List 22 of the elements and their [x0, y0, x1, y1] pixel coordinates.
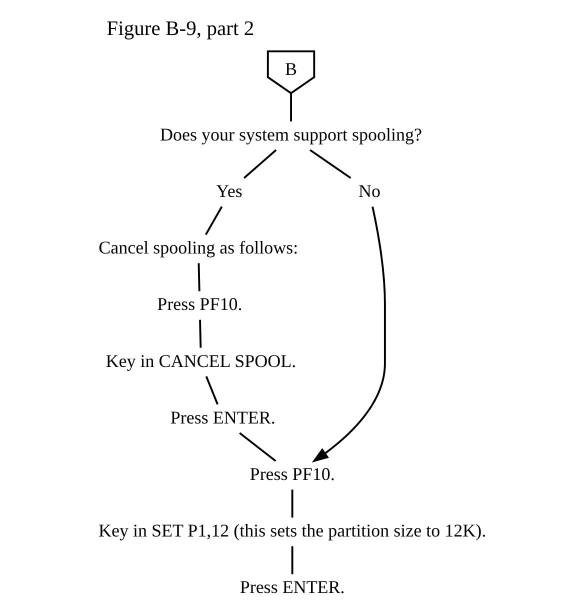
connector	[309, 149, 352, 179]
node-text: Yes	[216, 180, 242, 201]
node-text: Key in SET P1,12 (this sets the partition size to 12K).	[98, 520, 486, 541]
connector	[204, 206, 223, 236]
diagram-title: Figure B-9, part 2	[106, 18, 254, 40]
arrow	[312, 206, 386, 463]
connector	[291, 546, 294, 574]
connector	[239, 432, 276, 462]
connector	[291, 490, 294, 518]
node-text: No	[358, 180, 381, 201]
node-text: Press ENTER.	[240, 577, 345, 598]
connector	[290, 93, 292, 122]
node-text: Key in CANCEL SPOOL.	[106, 350, 296, 371]
connector	[198, 263, 200, 292]
connector	[205, 376, 218, 405]
node-text: Press PF10.	[250, 464, 335, 484]
node-text: Cancel spooling as follows:	[98, 238, 298, 258]
connector	[199, 320, 202, 348]
connector	[243, 149, 277, 179]
node-text: Press ENTER.	[170, 407, 276, 428]
node-text: Does your system support spooling?	[160, 124, 422, 144]
node-text: Press PF10.	[157, 294, 242, 314]
